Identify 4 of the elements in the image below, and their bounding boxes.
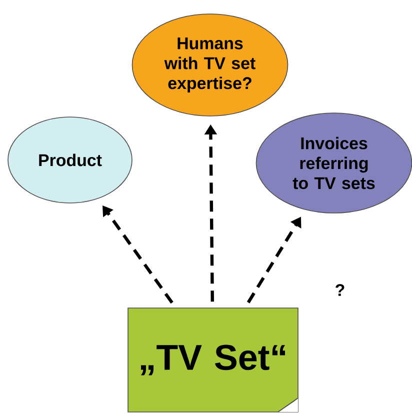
question-mark: ? <box>336 284 344 296</box>
ellipse-node: Humans with TV set expertise? <box>132 14 288 116</box>
note-box: „TV Set“ <box>128 308 298 412</box>
ellipse-node: Product <box>8 116 132 204</box>
